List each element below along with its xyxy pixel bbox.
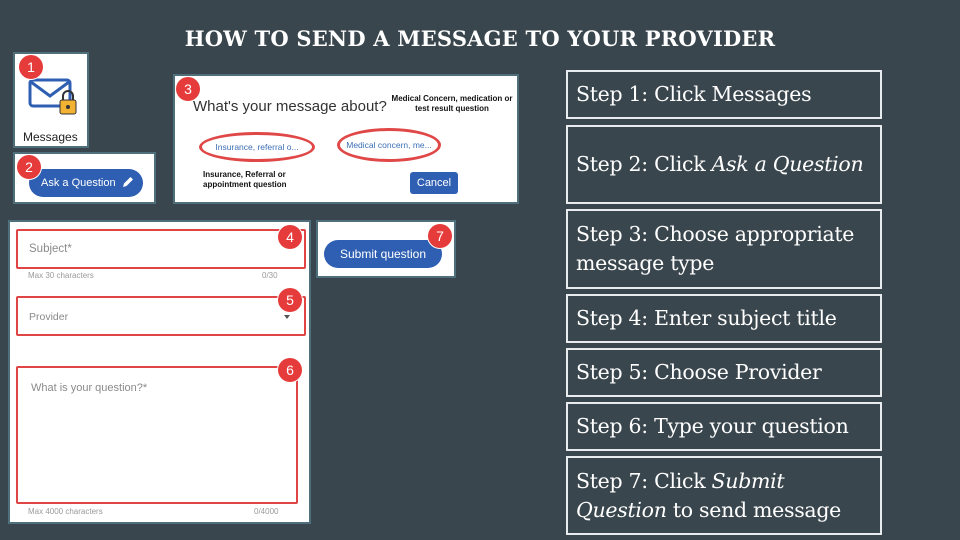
page-title: HOW TO SEND A MESSAGE TO YOUR PROVIDER (184, 26, 776, 51)
step-1-box: Step 1: Click Messages (566, 70, 882, 119)
medical-option-label: Medical concern, me... (346, 140, 432, 150)
step-badge-2: 2 (17, 155, 41, 179)
step-badge-4: 4 (278, 225, 302, 249)
insurance-option[interactable]: Insurance, referral o... (199, 132, 315, 162)
ask-question-button[interactable]: Ask a Question (29, 169, 143, 197)
question-textarea[interactable]: What is your question?* (16, 366, 298, 504)
step-badge-3: 3 (176, 77, 200, 101)
subject-placeholder: Subject* (29, 243, 72, 255)
step-5-text: Step 5: Choose Provider (576, 360, 822, 384)
pencil-icon (121, 175, 135, 192)
cancel-button[interactable]: Cancel (410, 172, 458, 194)
step-2-emphasis: Ask a Question (711, 152, 864, 176)
step-2-prefix: Step 2: Click (576, 152, 712, 176)
subject-hint: Max 30 characters (28, 271, 94, 280)
insurance-note: Insurance, Referral or appointment quest… (203, 170, 287, 189)
step-7-emphasis: Submit Question (576, 468, 785, 522)
question-hint: Max 4000 characters (28, 507, 103, 516)
subject-count: 0/30 (262, 271, 278, 280)
message-type-heading: What's your message about? (193, 98, 387, 115)
step-7-box: Step 7: Click Submit Question to send me… (566, 456, 882, 535)
medical-concern-option[interactable]: Medical concern, me... (337, 128, 441, 162)
subject-input[interactable]: Subject* (16, 229, 306, 269)
step-4-text: Step 4: Enter subject title (576, 306, 837, 330)
submit-question-label: Submit question (339, 247, 427, 261)
cancel-label: Cancel (416, 177, 452, 189)
medical-note: Medical Concern, medication or test resu… (391, 94, 513, 113)
step-7-text: Step 7: Click Submit Question to send me… (576, 467, 872, 525)
step-6-text: Step 6: Type your question (576, 414, 849, 438)
submit-panel: Submit question (316, 220, 456, 278)
provider-select[interactable]: Provider (16, 296, 306, 336)
dropdown-arrow-icon (284, 315, 290, 319)
step-3-text: Step 3: Choose appropriate message type (576, 222, 855, 275)
step-5-box: Step 5: Choose Provider (566, 348, 882, 397)
messages-panel[interactable]: Messages (13, 52, 89, 148)
step-7-prefix: Step 7: Click (576, 468, 712, 493)
message-form-panel: Subject* Max 30 characters 0/30 Provider… (8, 220, 311, 524)
step-2-box: Step 2: Click Ask a Question (566, 125, 882, 204)
step-badge-1: 1 (19, 55, 43, 79)
messages-label: Messages (23, 130, 78, 144)
step-1-text: Step 1: Click Messages (576, 82, 812, 106)
step-badge-7: 7 (428, 224, 452, 248)
question-placeholder: What is your question?* (31, 382, 148, 394)
step-7-suffix: to send message (666, 497, 842, 522)
insurance-option-label: Insurance, referral o... (215, 142, 299, 152)
submit-question-button[interactable]: Submit question (324, 240, 442, 268)
ask-question-panel: Ask a Question (13, 152, 156, 204)
step-badge-6: 6 (278, 358, 302, 382)
step-2-text: Step 2: Click Ask a Question (576, 150, 864, 179)
step-3-box: Step 3: Choose appropriate message type (566, 209, 882, 289)
provider-placeholder: Provider (29, 311, 69, 323)
envelope-lock-icon (27, 76, 79, 125)
step-4-box: Step 4: Enter subject title (566, 294, 882, 343)
ask-question-label: Ask a Question (41, 177, 116, 189)
step-6-box: Step 6: Type your question (566, 402, 882, 451)
step-badge-5: 5 (278, 288, 302, 312)
question-count: 0/4000 (254, 507, 279, 516)
message-type-panel: What's your message about? Insurance, re… (173, 74, 519, 204)
